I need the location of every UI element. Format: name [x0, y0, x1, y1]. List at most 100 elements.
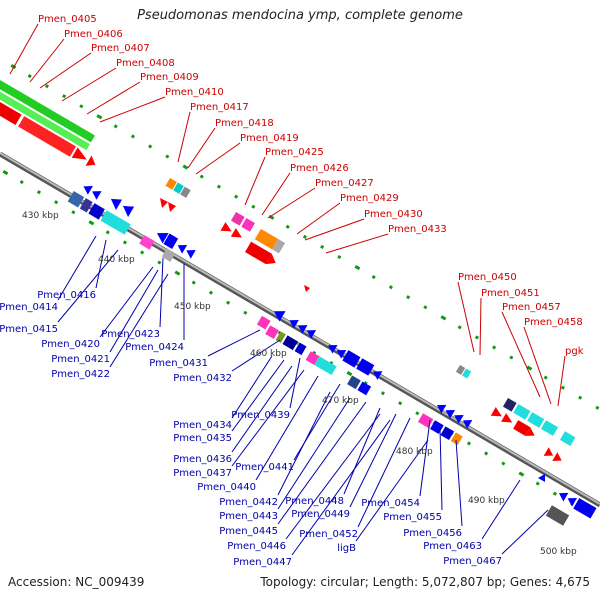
leader-line [479, 297, 482, 356]
leader-line [481, 479, 521, 540]
leader-line [523, 326, 552, 405]
gray-feature [161, 248, 176, 262]
forward-cds [71, 147, 87, 160]
ruler-tick [96, 114, 103, 120]
ruler-tick [36, 190, 41, 195]
leader-line [291, 419, 391, 556]
gene-label: Pmen_0449 [291, 509, 350, 520]
gene-label: Pmen_0425 [265, 147, 324, 158]
reverse-cds [100, 210, 131, 235]
gene-label: Pmen_0458 [524, 317, 583, 328]
leader-line [159, 257, 164, 328]
forward-cds [490, 407, 502, 417]
gene-label: Pmen_0419 [240, 133, 299, 144]
leader-line [557, 355, 566, 407]
gene-label: Pmen_0433 [388, 224, 447, 235]
ruler-tick [62, 94, 67, 99]
ruler-tick [182, 164, 189, 170]
ruler-tick [54, 200, 59, 205]
ruler-tick [543, 375, 548, 380]
reverse-cds [328, 344, 338, 354]
ruler-tick [105, 230, 110, 235]
leader-line [439, 427, 443, 511]
ruler-tick [518, 471, 525, 477]
leader-line [277, 401, 367, 525]
ruler-tick [79, 104, 84, 109]
ruler-tick [208, 290, 213, 295]
ruler-tick [148, 144, 153, 149]
gene-label: Pmen_0434 [173, 420, 232, 431]
gene-label: Pmen_0446 [227, 541, 286, 552]
reverse-cds [462, 420, 473, 429]
reverse-cds [306, 330, 317, 339]
ruler-tick [388, 285, 393, 290]
pink-feature [230, 212, 245, 226]
pink-feature [265, 325, 279, 340]
leader-line [95, 239, 107, 289]
leader-line [357, 417, 411, 528]
leader-line [207, 329, 261, 357]
reverse-cds [294, 342, 307, 356]
ruler-tick [346, 371, 353, 377]
leader-line [99, 266, 154, 338]
ruler-tick [216, 184, 221, 189]
cyan-feature [462, 368, 472, 379]
ruler-tick [122, 240, 127, 245]
gene-label: Pmen_0426 [290, 163, 349, 174]
gene-label: Pmen_0405 [38, 14, 97, 25]
cyan-feature [173, 182, 184, 194]
reverse-cds [282, 335, 298, 351]
leader-line [231, 365, 293, 453]
reverse-cds [430, 420, 444, 434]
ruler-tick [337, 254, 342, 260]
gene-label: Pmen_0406 [64, 29, 123, 40]
gene-label: Pmen_0445 [219, 526, 278, 537]
forward-cds [230, 228, 242, 238]
reverse-cds [156, 233, 169, 244]
leader-line [261, 172, 291, 216]
reverse-cds [347, 375, 361, 390]
ruler-tick [440, 315, 447, 321]
gene-label: Pmen_0407 [91, 43, 150, 54]
ruler-tick [457, 325, 462, 330]
ruler-tick [578, 395, 583, 400]
ruler-tick [302, 234, 307, 239]
ruler-tick [113, 124, 118, 129]
reverse-cds-group [67, 186, 135, 235]
ruler-tick [415, 411, 420, 416]
gene-label: Pmen_0431 [149, 358, 208, 369]
gene-cluster-0420 [139, 233, 196, 262]
ruler-tick [285, 224, 290, 229]
ruler-tick [380, 391, 385, 396]
ruler-tick [535, 481, 540, 486]
reverse-cds [373, 371, 383, 380]
forward-cds [543, 447, 554, 456]
ruler-top-ticks [10, 64, 600, 410]
gene-cluster-0417 [165, 178, 191, 198]
leader-line [231, 355, 273, 419]
leader-line [289, 357, 301, 409]
reverse-cds [538, 474, 545, 482]
scale-label: 470 kbp [322, 396, 359, 406]
gene-label: Pmen_0435 [173, 433, 232, 444]
gene-label: Pmen_0441 [235, 462, 294, 473]
leader-line [99, 96, 166, 123]
reverse-cds [502, 398, 517, 412]
ruler-tick [484, 451, 489, 456]
gene-cluster-0450 [455, 365, 472, 379]
ruler-tick [474, 335, 479, 340]
reverse-cds [445, 409, 456, 419]
ruler-tick [560, 385, 565, 390]
reverse-cds [298, 325, 308, 334]
reverse-cds [163, 233, 179, 249]
gene-label: Pmen_0417 [190, 102, 249, 113]
leader-line [304, 218, 365, 241]
gene-cluster-0457 [490, 398, 576, 461]
ruler-tick [423, 305, 428, 310]
ruler-tick [406, 295, 411, 300]
gene-label: Pmen_0447 [233, 557, 292, 568]
cyan-feature [527, 412, 545, 428]
map-title: Pseudomonas mendocina ymp, complete geno… [137, 8, 463, 23]
